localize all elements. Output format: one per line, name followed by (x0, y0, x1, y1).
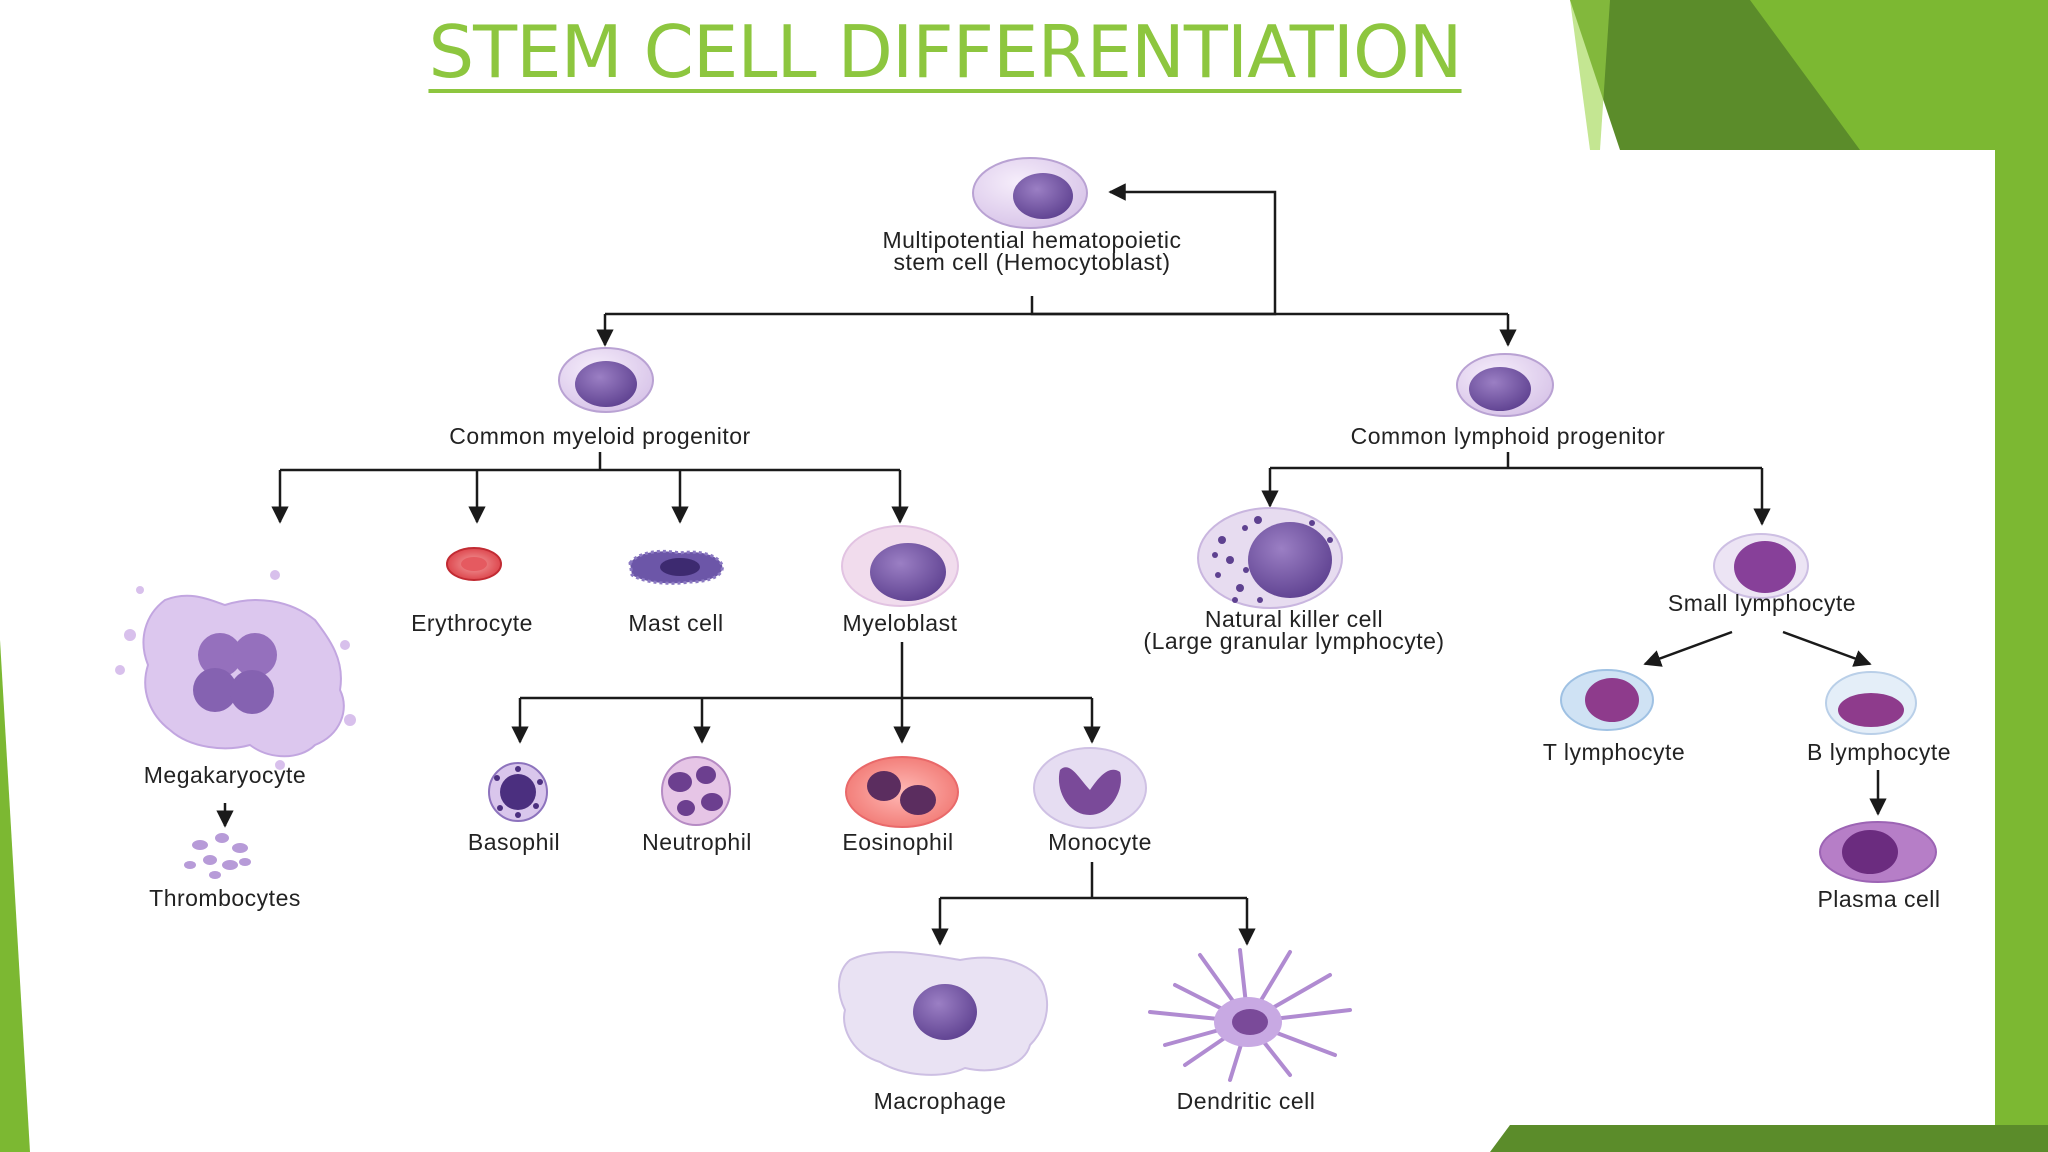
megakaryocyte-icon (115, 570, 356, 770)
thrombocytes-icon (184, 833, 251, 879)
myeloblast-icon (841, 525, 959, 607)
neutrophil-label: Neutrophil (642, 829, 752, 855)
dendritic-cell-label: Dendritic cell (1177, 1088, 1316, 1114)
bottom-right-green-shape (1490, 1125, 2048, 1152)
page-title: STEM CELL DIFFERENTIATION (428, 10, 1462, 94)
stem-cell-label-line1: Multipotential hematopoietic (882, 227, 1181, 253)
mast-cell-icon (628, 549, 724, 585)
megakaryocyte-label: Megakaryocyte (144, 762, 306, 788)
b-lymphocyte-icon (1825, 671, 1917, 735)
stem-cell-icon (972, 157, 1088, 229)
eosinophil-label: Eosinophil (842, 829, 953, 855)
top-right-light-green-shape (1750, 0, 2048, 150)
myeloblast-label: Myeloblast (843, 610, 958, 636)
erythrocyte-label: Erythrocyte (411, 610, 533, 636)
myeloid-progenitor-icon (558, 347, 654, 413)
b-lymphocyte-label: B lymphocyte (1807, 739, 1951, 765)
right-green-strip (1995, 150, 2048, 1152)
plasma-cell-label: Plasma cell (1817, 886, 1940, 912)
lymphoid-progenitor-icon (1456, 353, 1554, 417)
small-lymphocyte-label: Small lymphocyte (1668, 590, 1856, 616)
monocyte-label: Monocyte (1048, 829, 1152, 855)
thrombocytes-label: Thrombocytes (149, 885, 301, 911)
basophil-label: Basophil (468, 829, 560, 855)
top-right-highlight-shape (1570, 0, 1610, 150)
arrow-to-b-lymphocyte (1782, 630, 1872, 667)
diagram-labels: Multipotential hematopoietic stem cell (… (144, 227, 1951, 1114)
arrow-to-t-lymphocyte (1643, 630, 1733, 667)
mast-cell-label: Mast cell (628, 610, 723, 636)
nk-cell-label-line1: Natural killer cell (1205, 606, 1383, 632)
small-lymphocyte-icon (1713, 533, 1809, 599)
basophil-icon (488, 762, 548, 822)
dendritic-cell-icon (1148, 948, 1352, 1082)
plasma-cell-icon (1819, 821, 1937, 883)
neutrophil-icon (661, 756, 731, 826)
stem-cell-label-line2: stem cell (Hemocytoblast) (893, 249, 1170, 275)
erythrocyte-icon (446, 547, 502, 581)
monocyte-icon (1033, 747, 1147, 829)
left-green-shape (0, 640, 30, 1152)
connector-lines (216, 183, 1887, 946)
macrophage-label: Macrophage (874, 1088, 1007, 1114)
t-lymphocyte-icon (1560, 669, 1654, 731)
nk-cell-icon (1197, 507, 1343, 609)
eosinophil-icon (845, 756, 959, 828)
lymphoid-progenitor-label: Common lymphoid progenitor (1351, 423, 1666, 449)
macrophage-icon (838, 951, 1049, 1076)
nk-cell-label-line2: (Large granular lymphocyte) (1143, 628, 1444, 654)
myeloid-progenitor-label: Common myeloid progenitor (449, 423, 750, 449)
t-lymphocyte-label: T lymphocyte (1543, 739, 1685, 765)
